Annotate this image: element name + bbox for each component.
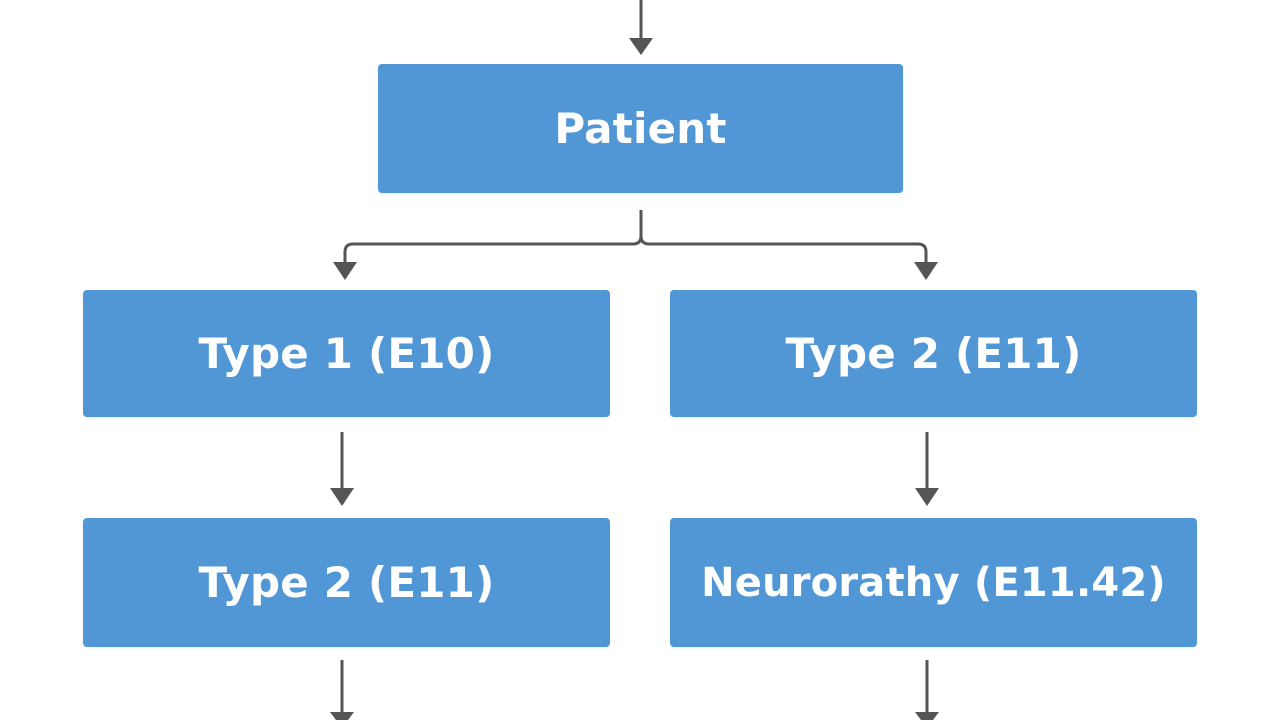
arrowhead-into-patient	[629, 38, 653, 55]
arrowhead-type2-left-out	[330, 712, 354, 720]
node-type2-right: Type 2 (E11)	[670, 290, 1197, 417]
node-type2-left: Type 2 (E11)	[83, 518, 610, 647]
node-patient: Patient	[378, 64, 903, 193]
arrowhead-to-type2-right	[914, 262, 938, 280]
node-neuropathy-label: Neurorathy (E11.42)	[701, 559, 1166, 606]
node-type2-right-label: Type 2 (E11)	[785, 329, 1082, 378]
node-patient-label: Patient	[554, 104, 727, 153]
node-type1-label: Type 1 (E10)	[198, 329, 495, 378]
node-type1: Type 1 (E10)	[83, 290, 610, 417]
arrowhead-neuropathy-out	[915, 712, 939, 720]
connector-patient-split	[343, 210, 928, 268]
node-type2-left-label: Type 2 (E11)	[198, 558, 495, 607]
arrowhead-to-type1	[333, 262, 357, 280]
arrowhead-to-type2-left	[330, 488, 354, 506]
arrowhead-to-neuropathy	[915, 488, 939, 506]
node-neuropathy: Neurorathy (E11.42)	[670, 518, 1197, 647]
